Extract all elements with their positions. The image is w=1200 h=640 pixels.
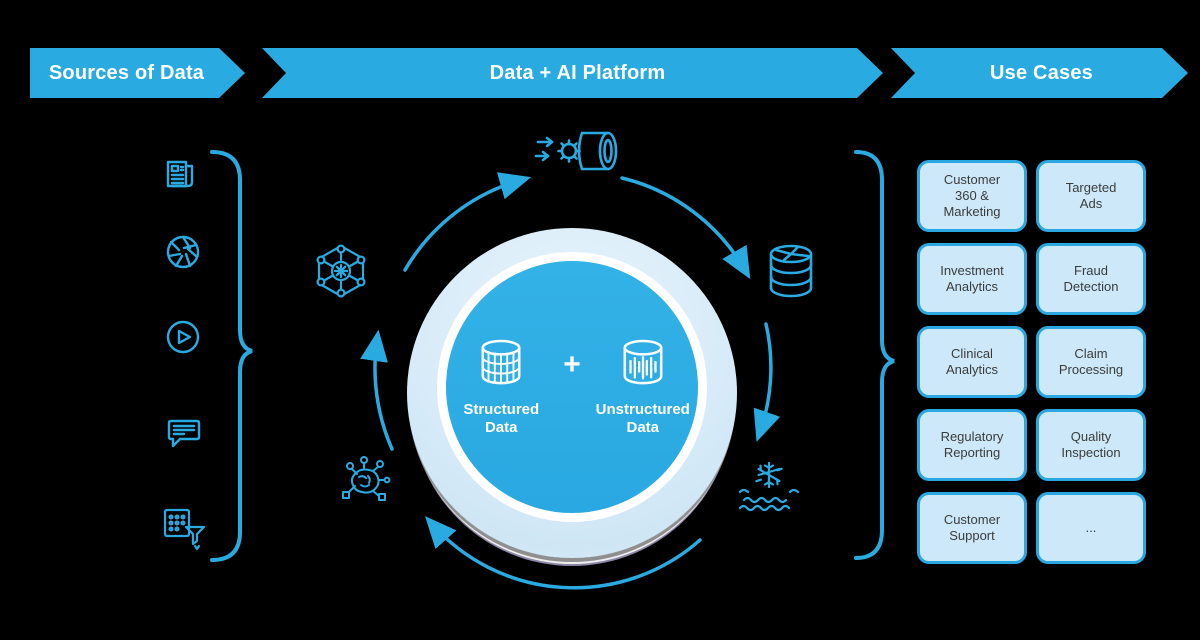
cycle-arrow-top-right [620, 176, 751, 280]
structured-data-label: Structured Data [463, 401, 540, 436]
banner-sources-label: Sources of Data [48, 61, 205, 84]
cycle-arrow-top-left [403, 172, 532, 272]
sources-brace [210, 150, 253, 562]
use-cases-brace [854, 150, 895, 560]
cycle-arrow-left [360, 329, 394, 451]
video-play-icon [166, 320, 200, 354]
use-case-claim-processing: Claim Processing [1036, 326, 1146, 398]
use-case-fraud-detection: Fraud Detection [1036, 243, 1146, 315]
news-document-icon [166, 160, 194, 188]
chat-message-icon [167, 419, 201, 448]
unstructured-data-cylinder-icon [623, 339, 663, 385]
banner-sources-of-data: Sources of Data [30, 48, 245, 98]
use-case-clinical-analytics: Clinical Analytics [917, 326, 1027, 398]
data-lake-icon [738, 461, 800, 512]
data-pipeline-icon [534, 131, 618, 171]
cycle-arrow-right [753, 322, 781, 442]
use-case-more: ... [1036, 492, 1146, 564]
cycle-arrow-bottom [425, 516, 702, 590]
banner-platform-label: Data + AI Platform [489, 61, 666, 84]
unstructured-data-label: Unstructured Data [595, 401, 690, 436]
structured-data-group: Structured Data [449, 338, 553, 436]
structured-data-cylinder-icon [481, 339, 521, 385]
database-stack-icon [769, 244, 813, 298]
use-case-regulatory-reporting: Regulatory Reporting [917, 409, 1027, 481]
data-table-filter-icon [163, 508, 206, 551]
use-case-targeted-ads: Targeted Ads [1036, 160, 1146, 232]
banner-data-ai-platform: Data + AI Platform [262, 48, 883, 98]
plus-sign: + [563, 348, 581, 382]
use-cases-grid: Customer 360 & Marketing Targeted Ads In… [917, 160, 1146, 564]
platform-disk: Structured Data + Unstructured Data [407, 228, 737, 558]
banner-use-cases: Use Cases [891, 48, 1188, 98]
use-case-investment-analytics: Investment Analytics [917, 243, 1027, 315]
use-case-customer-360-marketing: Customer 360 & Marketing [917, 160, 1027, 232]
camera-aperture-icon [166, 235, 200, 269]
use-case-customer-support: Customer Support [917, 492, 1027, 564]
ai-network-icon [316, 244, 366, 298]
ml-brain-icon [342, 456, 391, 501]
platform-disk-core: Structured Data + Unstructured Data [437, 252, 707, 522]
banner-use-cases-label: Use Cases [990, 61, 1093, 84]
unstructured-data-group: Unstructured Data [591, 338, 695, 436]
use-case-quality-inspection: Quality Inspection [1036, 409, 1146, 481]
